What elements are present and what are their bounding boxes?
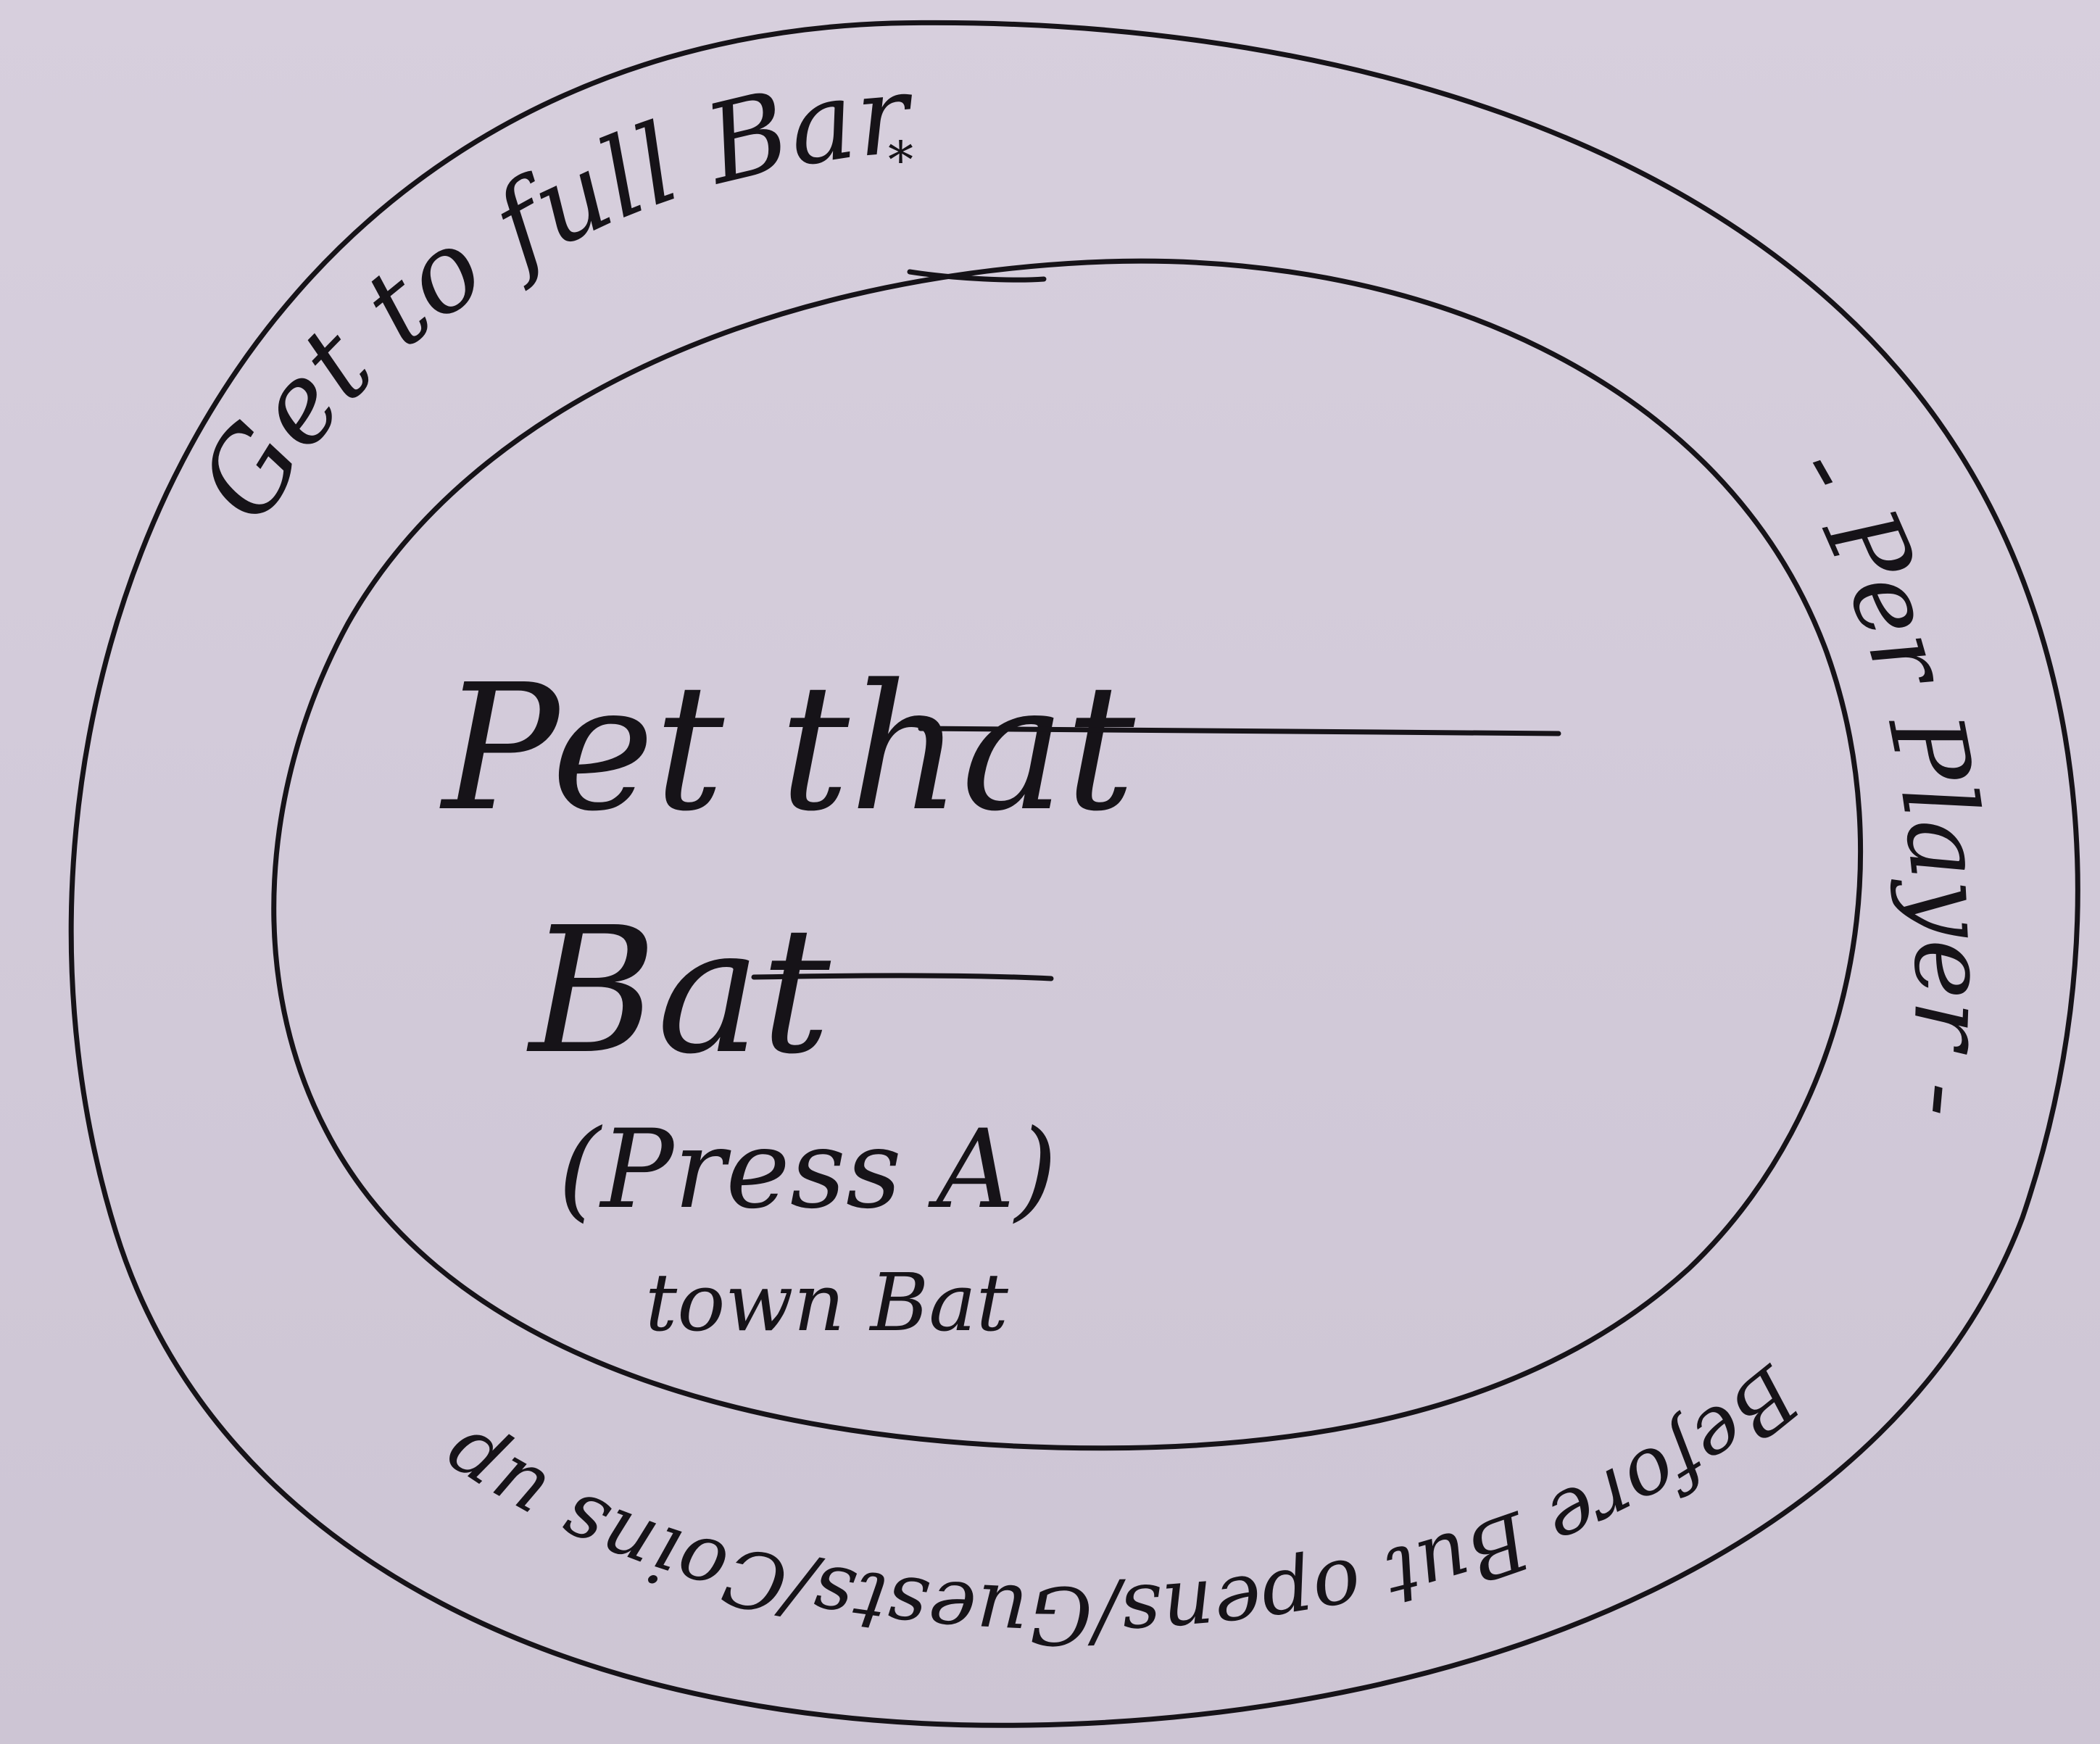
outer-top-text: Get to full Bar — [175, 51, 920, 542]
inner-ring — [271, 258, 1864, 1451]
title-line-2: Bat — [526, 889, 831, 1092]
outer-bottom-text: Before But opens/Guests/Coins up — [426, 1348, 1817, 1661]
note-asterisk: * — [888, 130, 913, 190]
town-bat-note: town Bat — [645, 1256, 1009, 1349]
title-line-1: Pet that — [439, 647, 1136, 850]
title-line-1-stroke — [918, 726, 1561, 736]
outer-ring — [68, 20, 2080, 1728]
title-line-2-stroke — [751, 973, 1054, 981]
press-a-instruction: (Press A) — [558, 1107, 1057, 1233]
outer-right-text: - Per Player - — [1769, 425, 2010, 1123]
full-underline — [907, 269, 1047, 283]
